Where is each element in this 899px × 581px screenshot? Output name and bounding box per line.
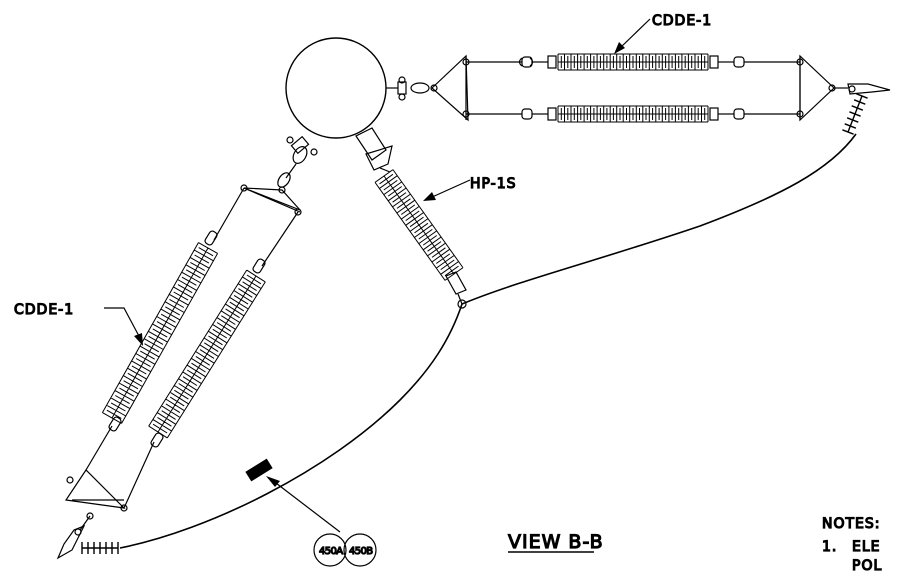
splice-arrowhead [266,476,280,487]
pole-top-circle [285,37,387,139]
left-clamp-coil [81,542,119,554]
left-cdde-arrowhead [134,333,143,346]
left-cdde-leader [104,307,141,339]
top-upper-fins [557,53,709,71]
right-clamp-coil [842,93,868,135]
post-label-arrowhead [423,192,436,201]
top-lower-fins [557,105,709,123]
post-insulator-label: HP-1S [470,176,517,192]
left-deadend-clamp [56,515,119,560]
right-deadend-clamp [834,83,891,135]
top-cdde-leader [619,18,651,49]
post-insulator-fins [374,169,464,281]
left-insulator-a-fins [101,242,219,424]
top-upper-insulator [518,53,745,71]
pole-shackle [386,76,430,101]
left-cdde-label: CDDE-1 [14,302,74,318]
conductor-splice [245,458,273,482]
view-title: VIEW B-B [508,531,604,553]
bubble-450a-text: 450A [319,546,343,557]
left-shackle [277,135,318,188]
left-upper-yoke [240,184,302,216]
top-cdde-arrowhead [614,42,625,54]
notes-item-1-line-1: ELE [852,539,881,555]
bubble-450b [343,533,377,567]
notes-heading: NOTES: [822,516,881,532]
notes-item-1-number: 1. [822,539,837,555]
left-insulator-b-fins [148,269,266,439]
top-lower-insulator [521,105,745,123]
top-insulator-assembly [386,53,891,135]
conductor [119,133,857,549]
right-yoke-plate [796,54,836,122]
post-insulator [355,127,467,309]
callout-bubbles: 450A 450B [313,533,377,567]
notes-item-1-line-2: POL [852,558,882,574]
top-cdde-label: CDDE-1 [652,13,712,29]
bubble-450b-text: 450B [349,546,373,557]
bubble-450a [313,533,347,567]
left-yoke-plate [430,54,470,122]
post-label-leader [429,179,471,199]
left-lower-yoke [64,469,128,520]
left-insulator-assembly [56,135,318,560]
splice-leader [271,479,341,533]
